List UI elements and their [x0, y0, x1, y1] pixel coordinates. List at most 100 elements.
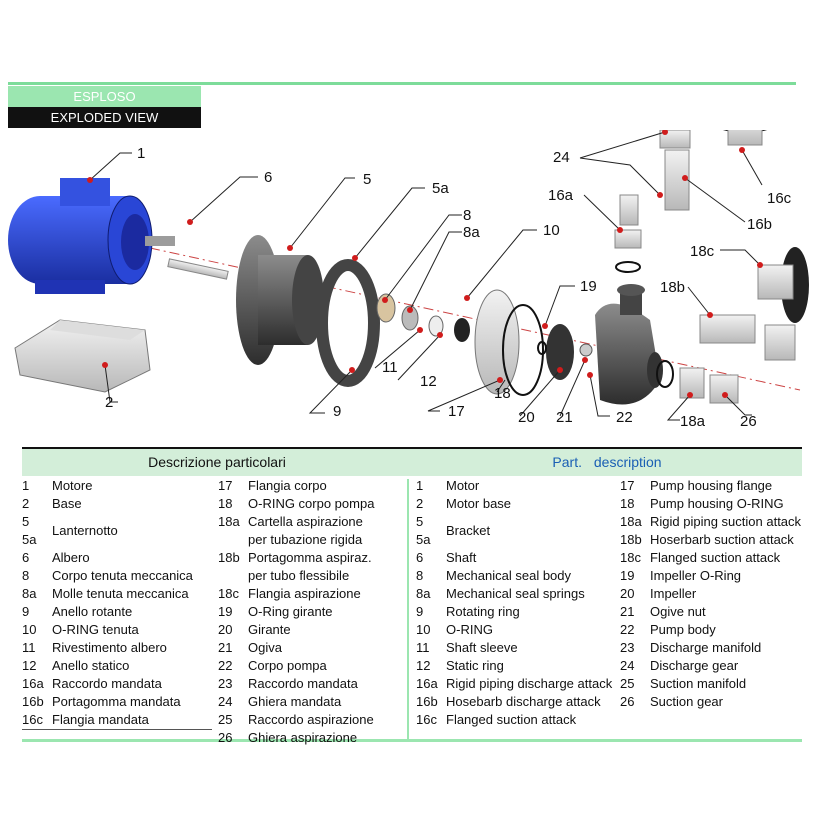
exploded-diagram: 1 6 5 5a 8 8a 10 24 16a 16c 16b 18c 19 1… — [8, 130, 809, 430]
part-number: 20 — [218, 622, 233, 637]
part-number: 16a — [416, 676, 438, 691]
part-number: 16c — [416, 712, 437, 727]
part-description: O-RING — [446, 622, 493, 637]
callout-18c: 18c — [690, 243, 715, 260]
part-description: Hosebarb discharge attack — [446, 694, 601, 709]
part-description: Suction gear — [650, 694, 723, 709]
part-number: 17 — [620, 478, 635, 493]
part-description: Flangia corpo — [248, 478, 327, 493]
callout-8a: 8a — [463, 224, 480, 241]
callout-16a: 16a — [548, 187, 574, 204]
part-description: Motore — [52, 478, 93, 493]
part-number: 11 — [416, 640, 430, 655]
part-number: 18a — [218, 514, 240, 529]
part-description: Raccordo mandata — [248, 676, 358, 691]
callout-10: 10 — [543, 222, 560, 239]
part-description: Ogive nut — [650, 604, 706, 619]
bracket-part — [236, 235, 324, 365]
callout-18b: 18b — [660, 279, 685, 296]
table-row: 2 Motor base — [416, 495, 616, 513]
part-description: Impeller — [650, 586, 697, 601]
table-row: 18a Cartella aspirazione per tubazione ri… — [218, 513, 402, 549]
part-number: 21 — [218, 640, 233, 655]
part-header: Part. — [552, 454, 582, 470]
o-ring-part — [502, 304, 544, 396]
esploso-label: ESPLOSO — [8, 86, 201, 107]
seal-parts — [376, 293, 470, 342]
part-number: 17 — [218, 478, 233, 493]
motor-part — [8, 178, 175, 294]
part-number: 5 5a — [416, 514, 431, 547]
part-number: 26 — [620, 694, 635, 709]
part-description: Lanternotto — [52, 523, 118, 538]
part-description: Discharge manifold — [650, 640, 762, 655]
part-description: Mechanical seal body — [446, 568, 572, 583]
part-description: Girante — [248, 622, 291, 637]
part-number: 21 — [620, 604, 635, 619]
part-number: 23 — [218, 676, 233, 691]
part-number: 10 — [22, 622, 37, 637]
part-description: Flangia mandata — [52, 712, 149, 727]
part-description: Motor base — [446, 496, 512, 511]
table-row: 24 Discharge gear — [620, 657, 802, 675]
part-number: 9 — [22, 604, 30, 619]
part-number: 20 — [620, 586, 635, 601]
table-row: 10 O-RING tenuta — [22, 621, 212, 639]
table-row: 20 Girante — [218, 621, 402, 639]
part-description: Impeller O-Ring — [650, 568, 742, 583]
part-description: O-RING tenuta — [52, 622, 139, 637]
part-description: Portagomma mandata — [52, 694, 181, 709]
table-row: 17 Flangia corpo — [218, 477, 402, 495]
part-description: Anello rotante — [52, 604, 133, 619]
callout-16c: 16c — [767, 190, 792, 207]
part-description: Ogiva — [248, 640, 282, 655]
part-number: 19 — [620, 568, 635, 583]
part-number: 8 — [416, 568, 424, 583]
english-header: Part. description — [412, 449, 802, 476]
suction-fittings — [679, 247, 809, 404]
callout-1: 1 — [137, 145, 145, 162]
part-description: Cartella aspirazione per tubazione rigid… — [248, 514, 363, 547]
callout-21: 21 — [556, 409, 573, 426]
callout-11: 11 — [382, 359, 398, 376]
part-number: 6 — [22, 550, 30, 565]
part-description: Static ring — [446, 658, 504, 673]
part-description: Shaft sleeve — [446, 640, 518, 655]
table-row: 20 Impeller — [620, 585, 802, 603]
part-description: Bracket — [446, 523, 491, 538]
part-description: Motor — [446, 478, 480, 493]
part-description: Raccordo mandata — [52, 676, 162, 691]
callout-2: 2 — [105, 394, 113, 411]
part-description: Mechanical seal springs — [446, 586, 585, 601]
part-description: Ghiera aspirazione — [248, 730, 358, 745]
part-number: 16a — [22, 676, 44, 691]
part-number: 24 — [620, 658, 635, 673]
part-number: 26 — [218, 730, 233, 745]
part-number: 23 — [620, 640, 635, 655]
callout-16b: 16b — [747, 216, 772, 233]
part-number: 24 — [218, 694, 233, 709]
table-row: 17 Pump housing flange — [620, 477, 802, 495]
part-description: Ghiera mandata — [248, 694, 342, 709]
table-row: 21 Ogiva — [218, 639, 402, 657]
part-number: 2 — [416, 496, 424, 511]
table-row: 5 5a Bracket — [416, 513, 616, 549]
part-description: Discharge gear — [650, 658, 739, 673]
part-description: Pump housing flange — [650, 478, 773, 493]
